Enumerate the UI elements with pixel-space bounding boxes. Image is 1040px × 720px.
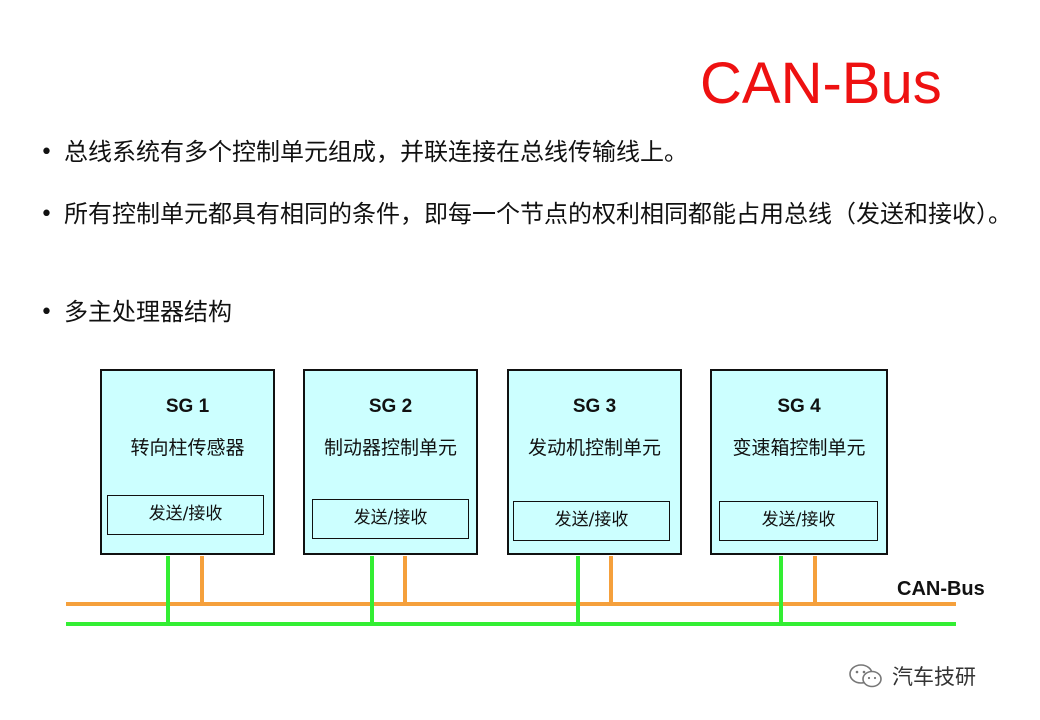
bullet-text: 总线系统有多个控制单元组成，并联连接在总线传输线上。 xyxy=(64,138,688,166)
control-unit-sg3: SG 3 发动机控制单元 发送/接收 xyxy=(507,369,682,555)
watermark: 汽车技研 xyxy=(848,660,976,692)
unit-description: 制动器控制单元 xyxy=(323,437,457,459)
watermark-text: 汽车技研 xyxy=(892,665,976,689)
unit-description: 变速箱控制单元 xyxy=(732,437,866,459)
page-title: CAN-Bus xyxy=(700,51,942,116)
unit-transceiver-box: 发送/接收 xyxy=(719,501,878,541)
unit-transceiver-box: 发送/接收 xyxy=(513,501,670,541)
unit-name: SG 2 xyxy=(368,396,413,417)
unit-description: 转向柱传感器 xyxy=(130,437,245,459)
can-bus-label: CAN-Bus xyxy=(897,578,985,600)
bullet-text: 所有控制单元都具有相同的条件，即每一个节点的权利相同都能占用总线（发送和接收）。 xyxy=(64,200,1012,228)
wechat-icon xyxy=(849,664,882,688)
unit-description: 发动机控制单元 xyxy=(527,437,661,459)
unit-transceiver-box: 发送/接收 xyxy=(107,495,264,535)
control-unit-sg2: SG 2 制动器控制单元 发送/接收 xyxy=(303,369,478,555)
unit-name: SG 4 xyxy=(777,396,821,417)
bullet-item: • 所有控制单元都具有相同的条件，即每一个节点的权利相同都能占用总线（发送和接收… xyxy=(38,198,1024,231)
bullet-text: 多主处理器结构 xyxy=(64,298,232,326)
control-unit-sg4: SG 4 变速箱控制单元 发送/接收 xyxy=(710,369,888,555)
bullet-item: • 多主处理器结构 xyxy=(38,296,232,329)
unit-name: SG 1 xyxy=(165,396,210,417)
bullet-marker: • xyxy=(40,202,53,227)
bullet-marker: • xyxy=(40,140,53,165)
bullet-marker: • xyxy=(40,300,53,325)
unit-transceiver-box: 发送/接收 xyxy=(312,499,469,539)
bullet-item: • 总线系统有多个控制单元组成，并联连接在总线传输线上。 xyxy=(38,136,688,169)
unit-name: SG 3 xyxy=(572,396,617,417)
control-unit-sg1: SG 1 转向柱传感器 发送/接收 xyxy=(100,369,275,555)
